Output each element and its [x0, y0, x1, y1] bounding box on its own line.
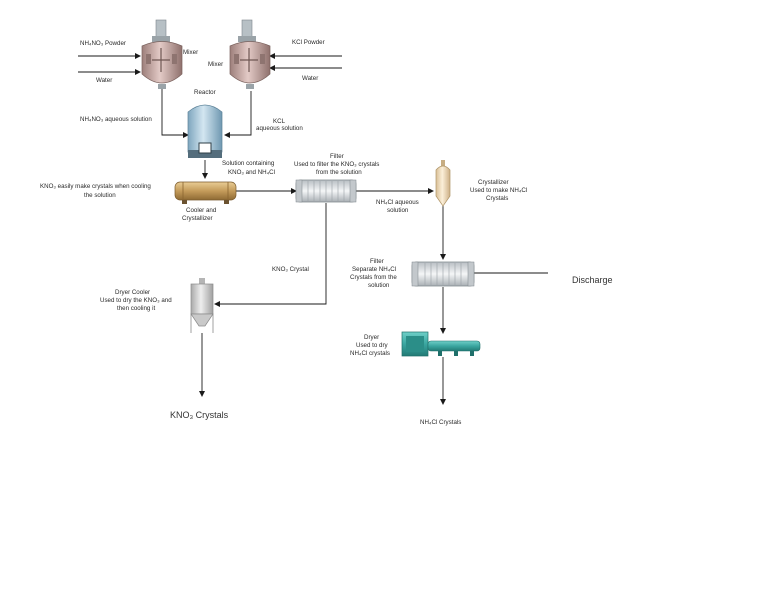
label-mixer-right: Mixer	[208, 61, 223, 68]
label-dryer-cooler-3: then cooling it	[117, 305, 155, 312]
filter-1	[295, 179, 357, 203]
label-filter2-1: Filter	[370, 258, 384, 265]
label-dryer-2: Used to dry	[356, 342, 389, 349]
label-dryer-3: NH₄Cl crystals	[350, 350, 390, 357]
label-filter2-4: solution	[368, 282, 390, 289]
label-filter2-2: Separate NH₄Cl	[352, 266, 396, 273]
label-kno3-crystals-out: KNO₃ Crystals	[170, 410, 229, 420]
dryer	[401, 331, 481, 357]
label-nh4no3-powder: NH₄NO₃ Powder	[80, 40, 126, 47]
label-solution-containing-2: KNO₃ and NH₄Cl	[228, 169, 275, 176]
label-water-right: Water	[302, 75, 318, 82]
label-crystallizer-3: Crystals	[486, 195, 508, 202]
label-crystallizer-2: Used to make NH₄Cl	[470, 187, 527, 194]
flow-kno3-crystal	[214, 203, 327, 307]
dryer-cooler	[190, 278, 214, 333]
reactor	[187, 104, 223, 158]
label-kcl-aqueous-1: KCL	[273, 118, 286, 125]
crystallizer	[435, 160, 451, 207]
label-reactor: Reactor	[194, 89, 216, 96]
label-crystallizer-1: Crystallizer	[478, 179, 509, 186]
label-dryer-cooler-2: Used to dry the KNO₃ and	[100, 297, 172, 304]
label-water-left: Water	[96, 77, 112, 84]
mixer-right	[229, 19, 271, 89]
label-kno3-crystal: KNO₃ Crystal	[272, 266, 309, 273]
label-nh4cl-aqueous-2: solution	[387, 207, 409, 214]
label-nh4cl-aqueous-1: NH₄Cl aqueous	[376, 199, 419, 206]
label-solution-containing-1: Solution containing	[222, 160, 275, 167]
label-dryer-cooler-1: Dryer Cooler	[115, 289, 150, 296]
label-kno3-easy-1: KNO₃ easily make crystals when cooling	[40, 183, 151, 190]
label-kcl-aqueous-2: aqueous solution	[256, 125, 303, 132]
flow-nh4no3-aqueous	[161, 88, 189, 138]
filter-2	[411, 261, 475, 287]
label-kcl-powder: KCl Powder	[292, 39, 325, 46]
label-mixer-left: Mixer	[183, 49, 198, 56]
label-filter2-3: Crystals from the	[350, 274, 397, 281]
label-dryer-1: Dryer	[364, 334, 379, 341]
labels: NH₄NO₃ Powder KCl Powder Water Water Mix…	[40, 39, 613, 426]
label-cooler-2: Crystallizer	[182, 215, 213, 222]
label-filter1-2: Used to filter the KNO₃ crystals	[294, 161, 379, 168]
label-filter1-3: from the solution	[316, 169, 362, 176]
label-kno3-easy-2: the solution	[84, 192, 116, 199]
cooler-crystallizer	[174, 181, 237, 204]
label-nh4cl-crystals-out: NH₄Cl Crystals	[420, 419, 461, 426]
label-discharge: Discharge	[572, 275, 613, 285]
flow-kcl-aqueous	[224, 91, 252, 138]
flow-lines	[78, 53, 548, 405]
label-cooler-1: Cooler and	[186, 207, 217, 214]
label-filter1-1: Filter	[330, 153, 344, 160]
label-nh4no3-aqueous: NH₄NO₃ aqueous solution	[80, 116, 152, 123]
mixer-left	[141, 19, 183, 89]
